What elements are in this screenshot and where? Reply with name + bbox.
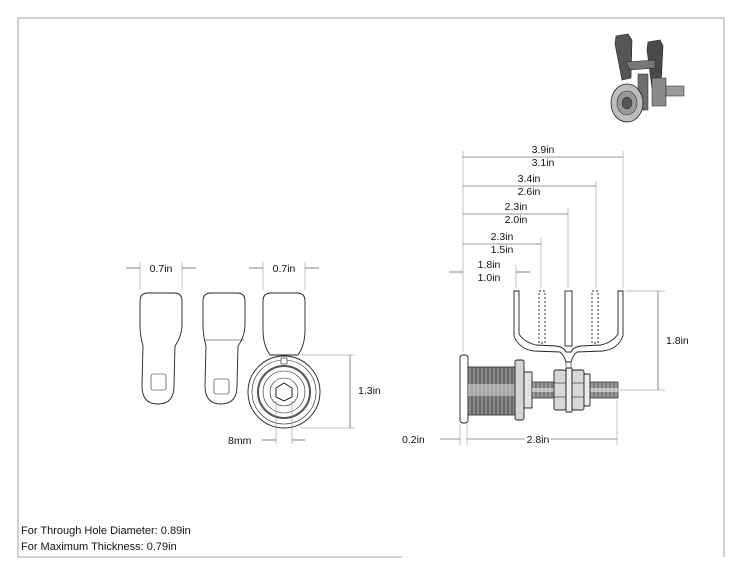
label-inner-b: 1.5in xyxy=(491,244,514,256)
label-cylinder-key: 8mm xyxy=(228,435,252,447)
tongue-view-left xyxy=(139,292,183,405)
lock-body-side xyxy=(459,354,533,424)
label-cam-height: 1.8in xyxy=(666,335,689,347)
label-left-tongue-width: 0.7in xyxy=(150,263,173,275)
label-right-tongue-width: 0.7in xyxy=(273,263,296,275)
dimension-flange-body xyxy=(440,400,618,445)
product-thumbnail xyxy=(610,33,685,123)
dimension-right-tongue-width xyxy=(249,262,319,290)
label-grip-b: 2.6in xyxy=(518,186,541,198)
sheet-frame xyxy=(17,17,725,558)
tongue-view-middle xyxy=(202,292,246,405)
cam-fork xyxy=(513,290,624,372)
label-face-height: 1.3in xyxy=(358,385,381,397)
label-mid-b: 2.0in xyxy=(505,214,528,226)
label-flange: 0.2in xyxy=(402,434,425,446)
dimension-left-tongue-width xyxy=(126,262,196,290)
label-mid-a: 2.3in xyxy=(505,201,528,213)
note-max-thickness: For Maximum Thickness: 0.79in xyxy=(21,541,177,553)
extension-lines-right xyxy=(462,151,624,352)
hex-nuts xyxy=(553,367,591,413)
note-through-hole: For Through Hole Diameter: 0.89in xyxy=(21,525,191,537)
label-overall-b: 3.1in xyxy=(532,157,555,169)
lock-face-view xyxy=(247,355,321,429)
label-inner-a: 2.3in xyxy=(491,231,514,243)
label-grip-a: 3.4in xyxy=(518,173,541,185)
label-offset-b: 1.0in xyxy=(478,272,501,284)
label-offset-a: 1.8in xyxy=(478,259,501,271)
dimension-face-height xyxy=(300,354,355,429)
dimension-cylinder-key xyxy=(262,401,305,444)
dimension-cam-height xyxy=(620,290,665,391)
label-overall-a: 3.9in xyxy=(532,144,555,156)
tongue-view-right xyxy=(262,292,306,356)
label-body-length: 2.8in xyxy=(527,434,550,446)
